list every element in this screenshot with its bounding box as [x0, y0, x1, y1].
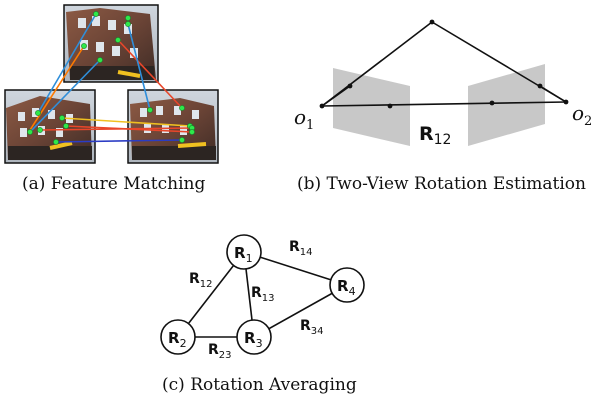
- match-line: [117, 39, 183, 109]
- feature-match-lines: [29, 13, 193, 143]
- photo-top: [63, 4, 159, 83]
- projection-left: [321, 85, 351, 107]
- projected-point-left: [347, 83, 353, 89]
- two-view-panel: o1 o2 R12: [294, 19, 592, 148]
- feature-matching-panel: [4, 4, 219, 164]
- edge-label-r23: R23: [208, 342, 232, 361]
- edge-label-r34: R34: [300, 318, 324, 337]
- node-r3: R3: [236, 319, 272, 355]
- svg-text:R2: R2: [168, 329, 187, 350]
- match-line: [29, 59, 101, 133]
- image-plane-left: [333, 68, 410, 146]
- camera-label-o2: o2: [572, 101, 592, 129]
- edge-r1-r2: [177, 251, 245, 338]
- image-plane-right: [468, 64, 545, 146]
- projected-point-right: [537, 83, 543, 89]
- node-r2: R2: [160, 319, 196, 355]
- svg-text:R1: R1: [234, 244, 253, 265]
- edge-r1-r4: [243, 251, 348, 286]
- relative-rotation-label: R12: [419, 123, 451, 148]
- match-line: [65, 125, 193, 133]
- baseline-point-right: [489, 100, 495, 106]
- match-line: [37, 13, 97, 114]
- camera-center-left: [319, 103, 325, 109]
- world-point: [429, 19, 435, 25]
- node-r1: R1: [226, 234, 262, 270]
- keypoints: [27, 11, 195, 145]
- camera-label-o1: o1: [294, 105, 314, 133]
- edge-label-r14: R14: [289, 239, 313, 258]
- node-r4: R4: [329, 267, 365, 303]
- edge-label-r13: R13: [251, 285, 275, 304]
- caption-feature-matching: (a) Feature Matching: [22, 174, 206, 194]
- svg-text:R3: R3: [244, 329, 263, 350]
- match-line: [61, 117, 191, 127]
- edge-labels: R12 R13 R14 R23 R34: [189, 239, 324, 361]
- baseline-point-left: [387, 103, 393, 109]
- match-line: [55, 139, 183, 143]
- caption-two-view-rotation: (b) Two-View Rotation Estimation: [297, 174, 586, 194]
- camera-center-right: [563, 99, 569, 105]
- photo-right: [127, 89, 219, 164]
- graph-nodes: R1 R2 R3 R4: [160, 234, 365, 355]
- match-line: [29, 45, 85, 131]
- svg-text:R4: R4: [337, 277, 356, 298]
- baseline: [321, 101, 567, 107]
- rotation-graph-panel: R1 R2 R3 R4 R12 R13 R14 R23 R34: [160, 234, 365, 361]
- projection-right: [539, 85, 567, 103]
- match-line: [127, 23, 151, 111]
- caption-rotation-averaging: (c) Rotation Averaging: [162, 375, 357, 395]
- edge-label-r12: R12: [189, 271, 213, 290]
